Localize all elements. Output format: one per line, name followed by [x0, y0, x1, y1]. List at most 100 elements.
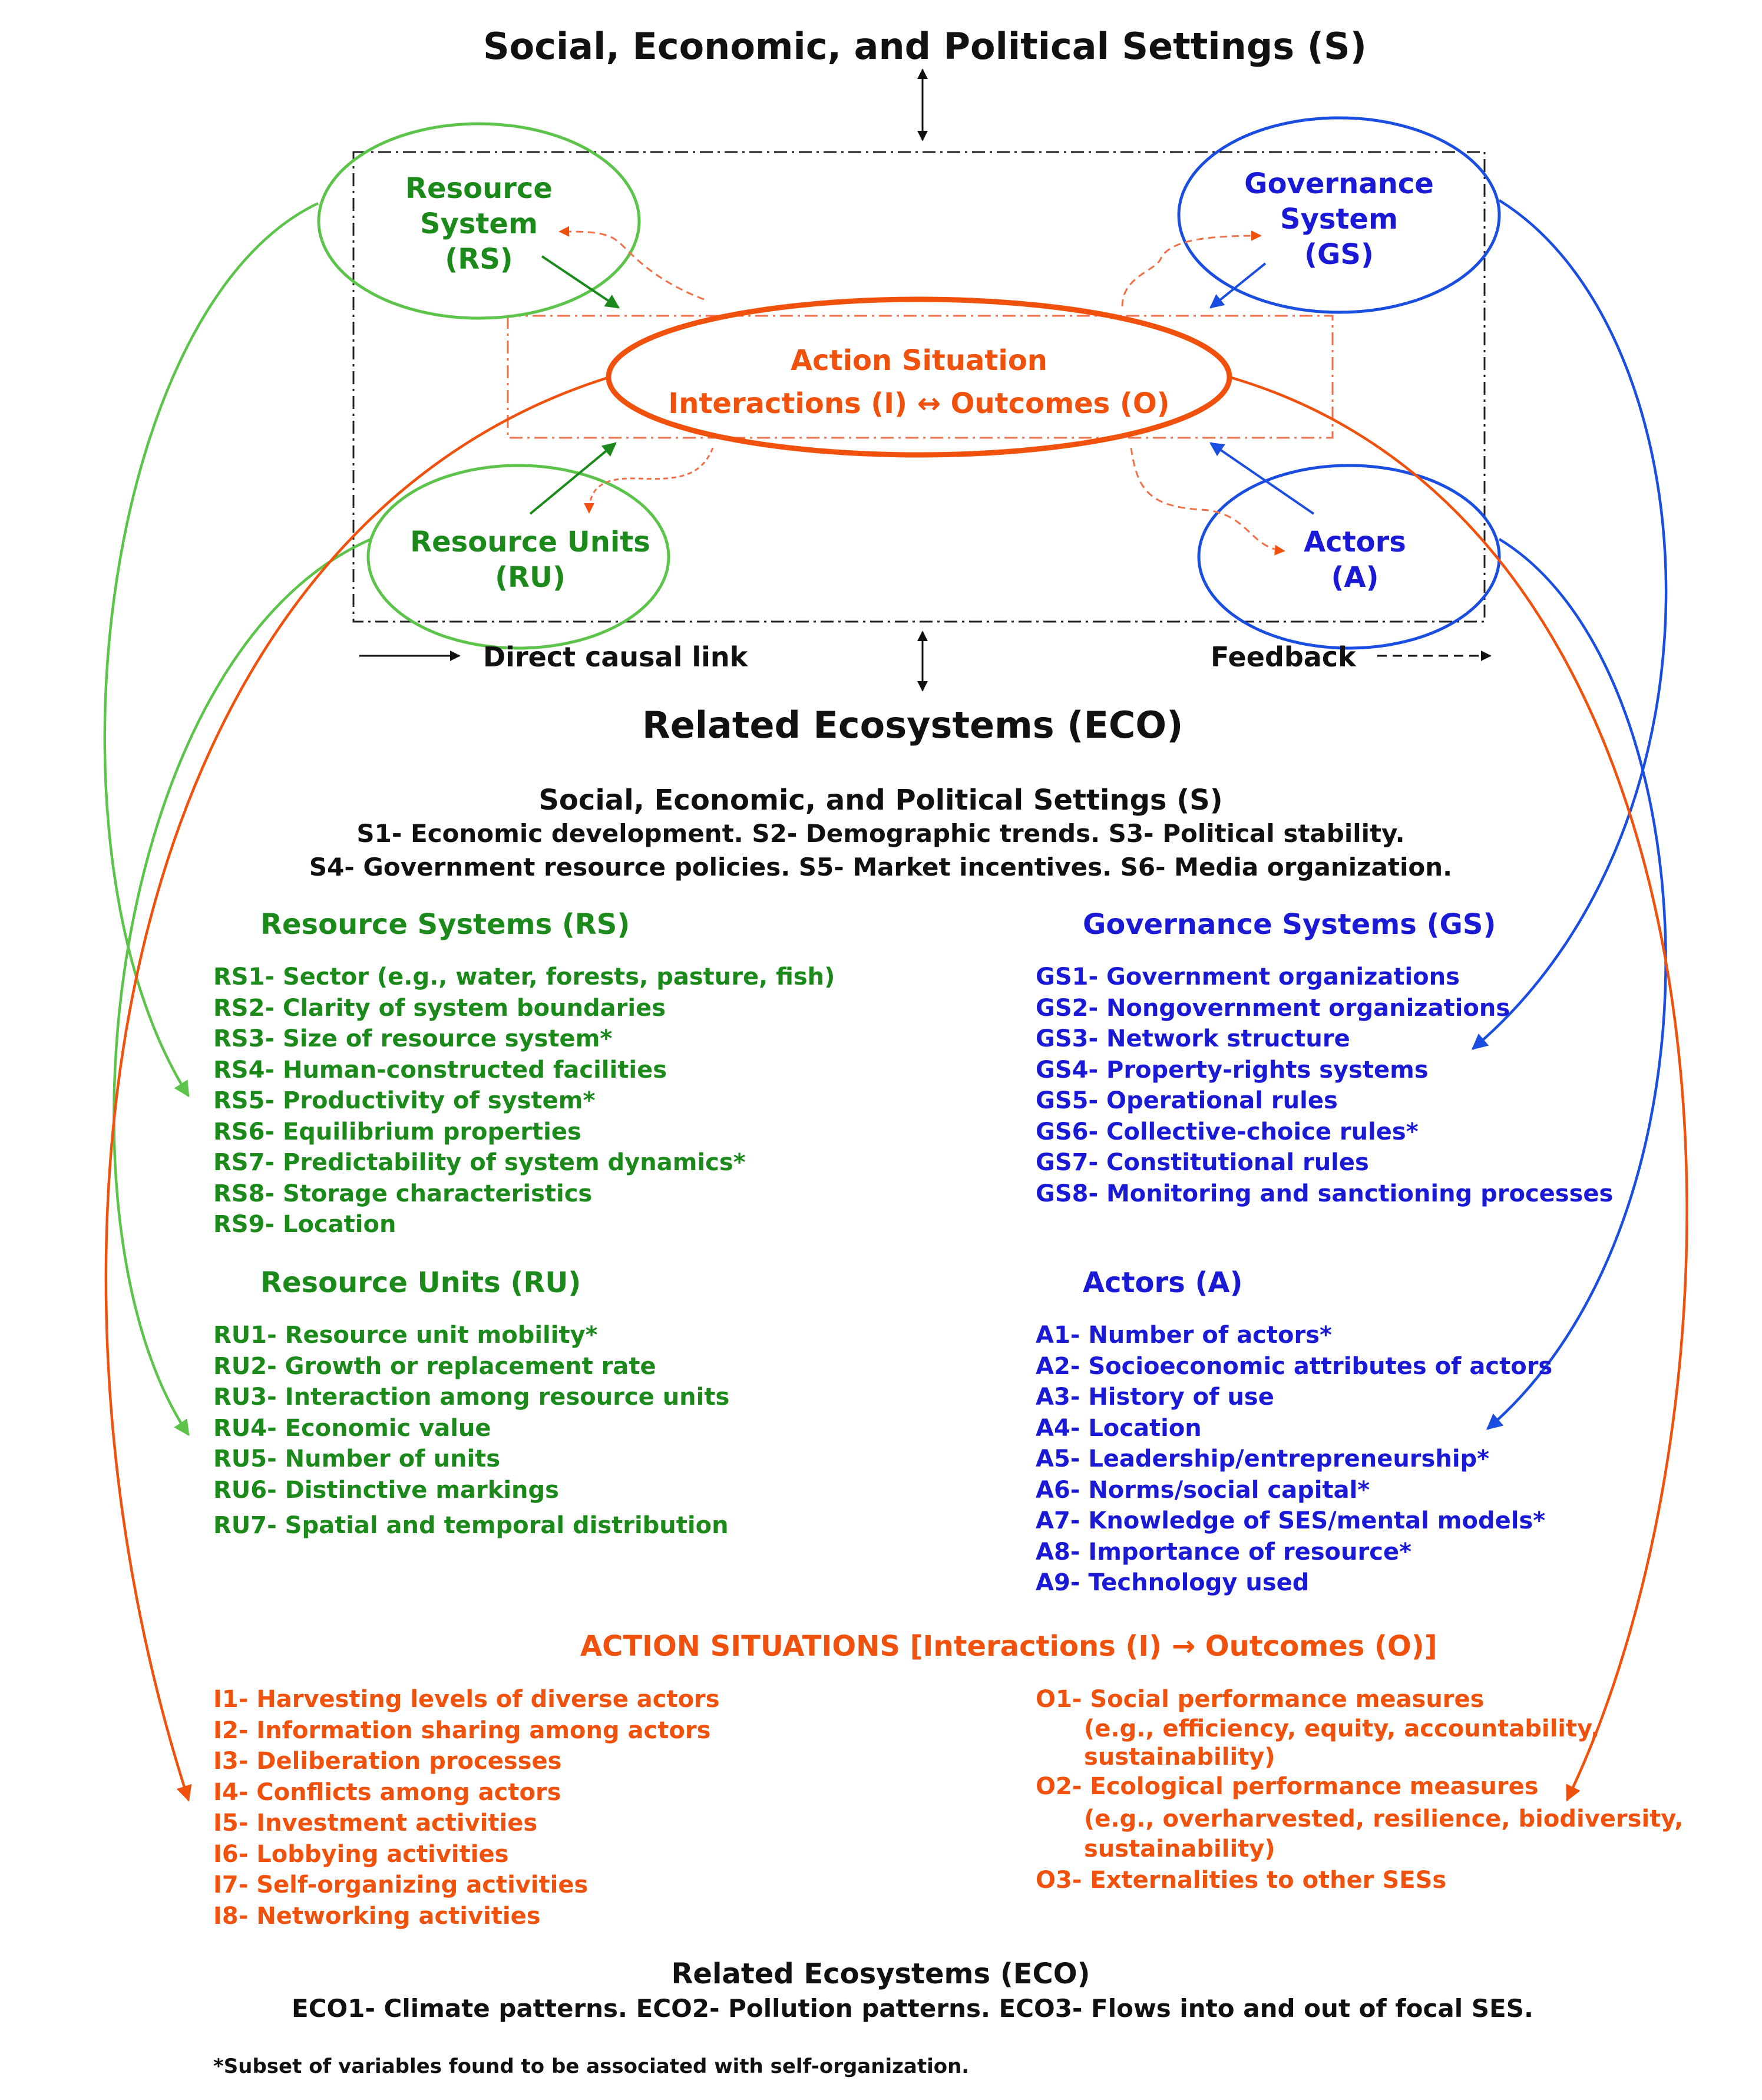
- list-item: GS6- Collective-choice rules*: [1036, 1118, 1419, 1145]
- action-situation-line2: Interactions (I) ↔ Outcomes (O): [668, 387, 1170, 420]
- list-item: RS2- Clarity of system boundaries: [213, 994, 666, 1022]
- action-situation-line1: Action Situation: [791, 344, 1047, 377]
- rs-to-action-arrow: [541, 255, 620, 309]
- action-situation-label: Action Situation Interactions (I) ↔ Outc…: [624, 339, 1214, 425]
- list-item: I4- Conflicts among actors: [213, 1778, 561, 1806]
- list-item: GS8- Monitoring and sanctioning processe…: [1036, 1180, 1614, 1207]
- feedback-legend-label: Feedback: [1211, 641, 1356, 673]
- ru-ellipse: [366, 464, 670, 650]
- gs-variable-list: GS1- Government organizations GS2- Nongo…: [1036, 962, 1613, 1209]
- outcome-o2-label: O2- Ecological performance measures: [1036, 1773, 1539, 1800]
- list-item: I1- Harvesting levels of diverse actors: [213, 1686, 720, 1713]
- list-item: RU5- Number of units: [213, 1445, 501, 1472]
- action-to-interactions-arrow: [104, 375, 610, 1802]
- list-item: A9- Technology used: [1036, 1569, 1310, 1596]
- list-item: RU1- Resource unit mobility*: [213, 1322, 598, 1349]
- a-variable-list: A1- Number of actors* A2- Socioeconomic …: [1036, 1320, 1552, 1599]
- a-node-line1: Actors: [1304, 526, 1406, 559]
- rs-variable-list: RS1- Sector (e.g., water, forests, pastu…: [213, 962, 835, 1240]
- gs-ellipse: [1177, 116, 1501, 314]
- list-item: A4- Location: [1036, 1414, 1202, 1442]
- list-item: GS5- Operational rules: [1036, 1087, 1338, 1114]
- outcome-o2-detail-1: (e.g., overharvested, resilience, biodiv…: [1084, 1805, 1684, 1832]
- ru-node-label: Resource Units (RU): [371, 524, 689, 595]
- direct-link-legend-label: Direct causal link: [483, 641, 748, 673]
- rs-node-line1: Resource: [405, 172, 553, 205]
- list-item: A7- Knowledge of SES/mental models*: [1036, 1507, 1546, 1534]
- list-item: RS8- Storage characteristics: [213, 1180, 593, 1207]
- list-item: RS1- Sector (e.g., water, forests, pastu…: [213, 963, 835, 990]
- outcome-o2-detail-2: sustainability): [1084, 1835, 1275, 1863]
- list-item: A3- History of use: [1036, 1384, 1274, 1411]
- list-item: RS5- Productivity of system*: [213, 1087, 596, 1114]
- gs-to-gs-list-arrow: [1471, 199, 1668, 1050]
- settings-section: Social, Economic, and Political Settings…: [292, 784, 1470, 883]
- rs-to-rs-list-arrow: [103, 202, 319, 1098]
- rs-ellipse: [317, 122, 641, 320]
- gs-node-line3: (GS): [1304, 238, 1374, 271]
- settings-line-1: S1- Economic development. S2- Demographi…: [356, 819, 1405, 848]
- list-item: RU3- Interaction among resource units: [213, 1384, 730, 1411]
- outcome-o2: O2- Ecological performance measures (e.g…: [1036, 1771, 1683, 1862]
- ru-node-line1: Resource Units: [410, 526, 650, 559]
- ecosystems-line: ECO1- Climate patterns. ECO2- Pollution …: [292, 1994, 1533, 2023]
- list-item: GS2- Nongovernment organizations: [1036, 994, 1510, 1022]
- diagram-bottom-label: Related Ecosystems (ECO): [642, 704, 1184, 747]
- gs-node-line2: System: [1280, 203, 1398, 236]
- action-situations-title: ACTION SITUATIONS [Interactions (I) → Ou…: [580, 1630, 1437, 1663]
- list-item: GS7- Constitutional rules: [1036, 1149, 1369, 1176]
- action-situation-boundary: [507, 315, 1334, 439]
- outcomes-list: O1- Social performance measures (e.g., e…: [1036, 1684, 1683, 1898]
- ecosystems-title: Related Ecosystems (ECO): [671, 1957, 1090, 1990]
- a-to-a-list-arrow: [1486, 538, 1667, 1430]
- list-item: I5- Investment activities: [213, 1810, 538, 1837]
- list-item: I8- Networking activities: [213, 1902, 541, 1930]
- feedback-to-rs-arrow: [558, 226, 705, 301]
- outcome-o1-detail-2: sustainability): [1084, 1744, 1275, 1771]
- list-item: GS3- Network structure: [1036, 1025, 1350, 1052]
- list-item: RS9- Location: [213, 1211, 396, 1238]
- outcome-o3-label: O3- Externalities to other SESs: [1036, 1867, 1447, 1894]
- list-item: GS4- Property-rights systems: [1036, 1056, 1429, 1084]
- ru-to-action-arrow: [529, 442, 617, 515]
- focal-ses-boundary: [352, 151, 1486, 623]
- list-item: A8- Importance of resource*: [1036, 1538, 1411, 1566]
- a-ellipse: [1197, 464, 1501, 650]
- list-item: I7- Self-organizing activities: [213, 1871, 589, 1898]
- a-list-title: Actors (A): [1083, 1266, 1243, 1299]
- gs-list-title: Governance Systems (GS): [1083, 908, 1496, 941]
- outcome-o1: O1- Social performance measures (e.g., e…: [1036, 1684, 1683, 1771]
- list-item: GS1- Government organizations: [1036, 963, 1460, 990]
- list-item: RU6- Distinctive markings: [213, 1476, 559, 1504]
- rs-list-title: Resource Systems (RS): [260, 908, 630, 941]
- diagram-top-label: Social, Economic, and Political Settings…: [483, 25, 1367, 68]
- footnote: *Subset of variables found to be associa…: [213, 2055, 970, 2078]
- list-item: I3- Deliberation processes: [213, 1748, 562, 1775]
- settings-title: Social, Economic, and Political Settings…: [538, 784, 1223, 817]
- list-item: A5- Leadership/entrepreneurship*: [1036, 1445, 1490, 1472]
- gs-node-label: Governance System (GS): [1221, 166, 1457, 272]
- ru-list-title: Resource Units (RU): [260, 1266, 581, 1299]
- gs-to-action-arrow: [1209, 262, 1267, 309]
- list-item: I2- Information sharing among actors: [213, 1716, 711, 1744]
- ru-variable-list: RU1- Resource unit mobility* RU2- Growth…: [213, 1320, 729, 1541]
- rs-node-line3: (RS): [445, 243, 513, 276]
- list-item: I6- Lobbying activities: [213, 1840, 509, 1868]
- rs-node-line2: System: [420, 207, 538, 240]
- list-item: RU7- Spatial and temporal distribution: [213, 1512, 729, 1539]
- ru-to-ru-list-arrow: [113, 537, 372, 1437]
- list-item: RS3- Size of resource system*: [213, 1025, 613, 1052]
- interactions-list: I1- Harvesting levels of diverse actors …: [213, 1684, 720, 1931]
- rs-node-label: Resource System (RS): [361, 171, 597, 277]
- a-node-line2: (A): [1331, 561, 1379, 594]
- gs-node-line1: Governance: [1244, 167, 1434, 200]
- outcome-o3: O3- Externalities to other SESs: [1036, 1862, 1683, 1898]
- list-item: A2- Socioeconomic attributes of actors: [1036, 1352, 1553, 1380]
- list-item: RS7- Predictability of system dynamics*: [213, 1149, 746, 1176]
- feedback-to-ru-arrow: [584, 447, 714, 514]
- list-item: RS6- Equilibrium properties: [213, 1118, 581, 1145]
- list-item: A1- Number of actors*: [1036, 1322, 1332, 1349]
- list-item: RU4- Economic value: [213, 1414, 491, 1442]
